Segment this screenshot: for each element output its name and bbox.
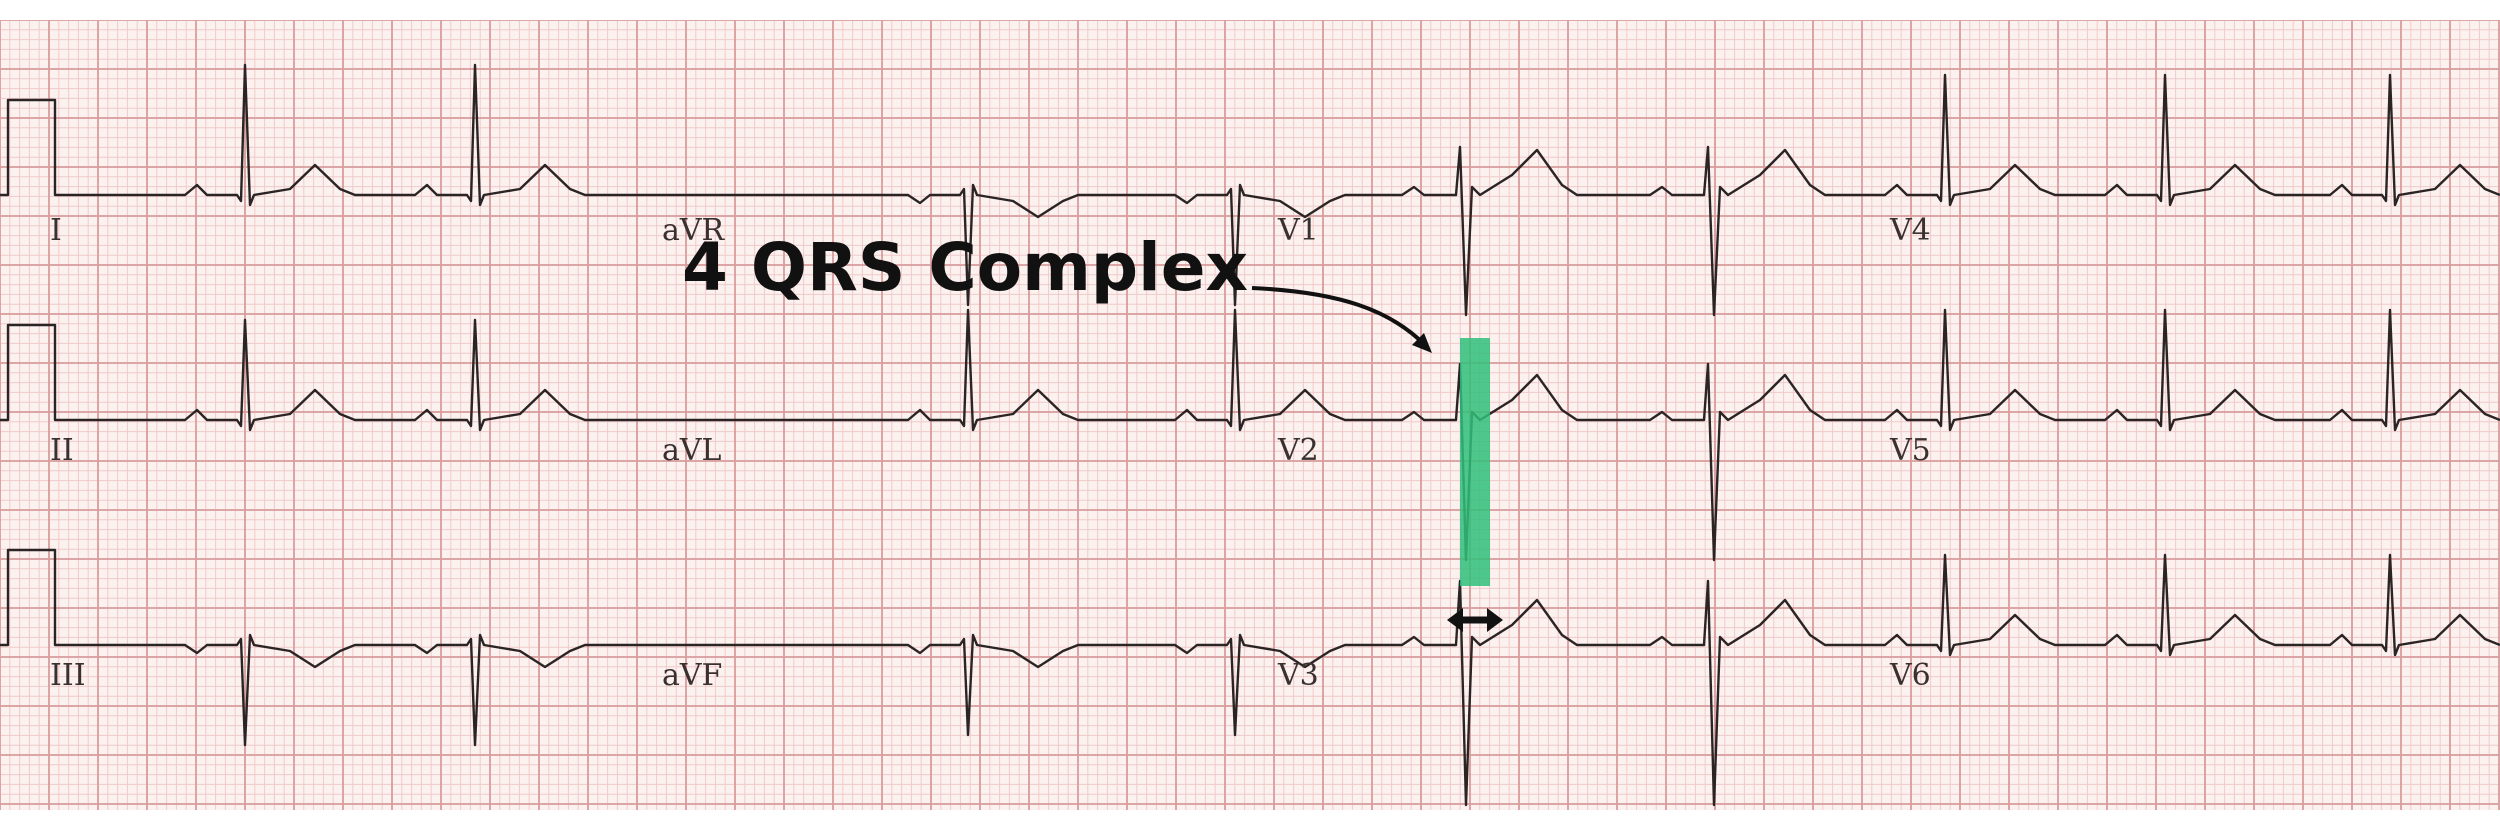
lead-label-II: II [50, 433, 74, 468]
ecg-trace-row-1 [0, 63, 2500, 317]
lead-label-V3: V3 [1277, 658, 1319, 693]
annotation-pointer-arrow [1251, 286, 1432, 353]
lead-label-I: I [50, 213, 62, 248]
ecg-svg: I aVR V1 V4 II aVL V2 V5 III aVF V3 V6 4… [0, 20, 2500, 810]
lead-label-V2: V2 [1277, 433, 1319, 468]
qrs-highlight-bar [1460, 338, 1490, 586]
qrs-width-arrow [1447, 608, 1503, 632]
ecg-trace-row-3 [0, 548, 2500, 807]
lead-label-III: III [50, 658, 86, 693]
lead-label-aVL: aVL [662, 433, 722, 468]
ecg-trace-row-2 [0, 308, 2500, 562]
ecg-strip: I aVR V1 V4 II aVL V2 V5 III aVF V3 V6 4… [0, 20, 2500, 810]
ecg-paper [0, 20, 2500, 810]
lead-label-V6: V6 [1889, 658, 1931, 693]
annotation-label: 4 QRS Complex [682, 229, 1248, 306]
ecg-traces [0, 63, 2500, 807]
lead-label-aVF: aVF [662, 658, 722, 693]
lead-label-aVR: aVR [662, 213, 726, 248]
lead-label-V1: V1 [1277, 213, 1319, 248]
lead-label-V4: V4 [1889, 213, 1931, 248]
lead-label-V5: V5 [1889, 433, 1931, 468]
